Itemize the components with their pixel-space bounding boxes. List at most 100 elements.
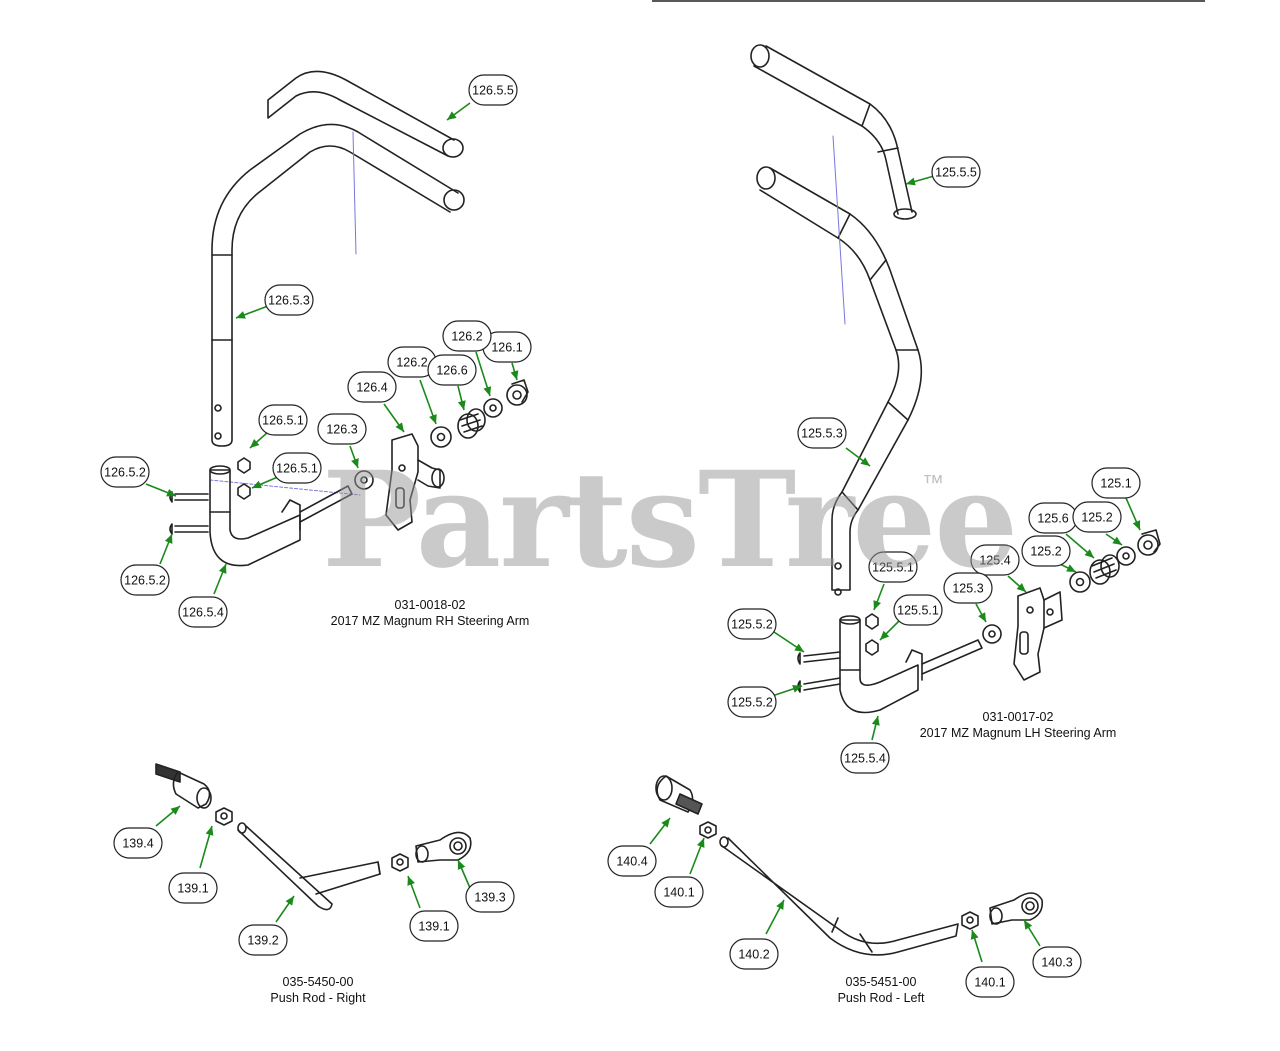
callout-label: 140.1 (663, 886, 694, 900)
callout-bubble[interactable] (868, 551, 918, 583)
callout-bubble[interactable] (272, 452, 322, 484)
callout-label: 126.5.3 (268, 294, 310, 308)
part-callout-125-5-2[interactable]: 125.5.2 (727, 608, 805, 653)
callout-bubble[interactable] (442, 320, 492, 352)
callout-bubble[interactable] (120, 564, 170, 596)
callout-bubble[interactable] (797, 417, 847, 449)
callout-label: 126.2 (451, 330, 482, 344)
callout-label: 126.6 (436, 364, 467, 378)
part-callout-139-3[interactable]: 139.3 (457, 859, 515, 913)
part-callout-139-1[interactable]: 139.1 (168, 825, 218, 904)
callout-bubble[interactable] (729, 938, 779, 970)
callout-label: 140.1 (974, 976, 1005, 990)
callout-bubble[interactable] (347, 371, 397, 403)
callout-arrowhead (873, 600, 881, 610)
part-callout-125-5-3[interactable]: 125.5.3 (797, 417, 871, 467)
part-callout-126-3[interactable]: 126.3 (317, 413, 367, 469)
callout-bubble[interactable] (427, 354, 477, 386)
part-callout-126-5-1[interactable]: 126.5.1 (251, 452, 322, 489)
callout-label: 140.4 (616, 855, 647, 869)
callout-bubble[interactable] (1072, 501, 1122, 533)
callout-label: 126.5.1 (276, 462, 318, 476)
callout-label: 125.2 (1081, 511, 1112, 525)
part-callout-125-4[interactable]: 125.4 (970, 544, 1027, 593)
callout-bubble[interactable] (1091, 467, 1141, 499)
part-callout-126-1[interactable]: 126.1 (482, 331, 532, 381)
callout-label: 126.4 (356, 381, 387, 395)
callout-bubble[interactable] (931, 156, 981, 188)
callout-bubble[interactable] (1032, 946, 1082, 978)
callout-label: 139.3 (474, 891, 505, 905)
part-callout-125-1[interactable]: 125.1 (1091, 467, 1141, 531)
part-callout-126-2[interactable]: 126.2 (442, 320, 492, 397)
callout-arrowhead (447, 111, 457, 120)
callout-label: 140.3 (1041, 956, 1072, 970)
part-callout-140-3[interactable]: 140.3 (1023, 919, 1082, 978)
part-callout-125-5-1[interactable]: 125.5.1 (879, 594, 943, 641)
part-callout-125-3[interactable]: 125.3 (943, 572, 993, 623)
callout-bubble[interactable] (258, 404, 308, 436)
part-callout-126-6[interactable]: 126.6 (427, 354, 477, 411)
callout-bubble[interactable] (727, 686, 777, 718)
part-callout-126-4[interactable]: 126.4 (347, 371, 405, 433)
part-callout-140-4[interactable]: 140.4 (607, 817, 671, 877)
part-callout-140-1[interactable]: 140.1 (965, 929, 1015, 998)
callout-bubble[interactable] (238, 924, 288, 956)
part-callout-139-2[interactable]: 139.2 (238, 895, 295, 956)
callout-bubble[interactable] (840, 742, 890, 774)
part-callout-126-5-2[interactable]: 126.5.2 (120, 533, 173, 596)
callout-arrowhead (457, 860, 466, 870)
assembly-caption-rh-steering-arm: 031-0018-02 2017 MZ Magnum RH Steering A… (320, 597, 540, 629)
part-callout-125-2[interactable]: 125.2 (1072, 501, 1123, 546)
callout-bubble[interactable] (178, 596, 228, 628)
callout-bubble[interactable] (607, 845, 657, 877)
callout-arrowhead (794, 643, 804, 652)
callout-bubble[interactable] (943, 572, 993, 604)
part-callout-125-5-5[interactable]: 125.5.5 (905, 156, 981, 188)
callout-arrowhead (661, 818, 670, 828)
part-callout-125-6[interactable]: 125.6 (1028, 502, 1095, 559)
part-callout-126-5-4[interactable]: 126.5.4 (178, 563, 228, 628)
callout-bubble[interactable] (654, 876, 704, 908)
trademark-symbol: ™ (922, 470, 944, 495)
part-callout-125-5-1[interactable]: 125.5.1 (868, 551, 918, 611)
part-callout-140-1[interactable]: 140.1 (654, 837, 705, 908)
callout-label: 126.3 (326, 423, 357, 437)
callout-label: 126.5.1 (262, 414, 304, 428)
callout-label: 125.5.2 (731, 618, 773, 632)
callout-bubble[interactable] (465, 881, 515, 913)
partstree-watermark: PartsTree (322, 443, 1018, 598)
callout-bubble[interactable] (893, 594, 943, 626)
callout-label: 125.6 (1037, 512, 1068, 526)
callout-bubble[interactable] (468, 74, 518, 106)
callout-bubble[interactable] (317, 413, 367, 445)
callout-bubble[interactable] (168, 872, 218, 904)
callout-bubble[interactable] (727, 608, 777, 640)
callout-bubble[interactable] (100, 456, 150, 488)
callout-label: 125.3 (952, 582, 983, 596)
part-callout-126-5-5[interactable]: 126.5.5 (446, 74, 518, 121)
part-callout-126-5-3[interactable]: 126.5.3 (235, 284, 314, 319)
part-callout-125-5-2[interactable]: 125.5.2 (727, 685, 803, 718)
part-callout-126-5-1[interactable]: 126.5.1 (249, 404, 308, 449)
part-callout-126-2[interactable]: 126.2 (387, 346, 437, 425)
callout-arrowhead (1066, 564, 1076, 572)
part-callout-125-2[interactable]: 125.2 (1021, 535, 1077, 573)
callout-bubble[interactable] (264, 284, 314, 316)
callout-arrowhead (236, 311, 246, 319)
callout-arrowhead (205, 826, 214, 836)
callout-bubble[interactable] (409, 910, 459, 942)
part-callout-139-1[interactable]: 139.1 (407, 875, 459, 942)
callout-bubble[interactable] (1021, 535, 1071, 567)
push-rod-right-drawing (155, 763, 472, 911)
callout-bubble[interactable] (965, 966, 1015, 998)
callout-arrowhead (252, 480, 262, 489)
callout-bubble[interactable] (970, 544, 1020, 576)
callout-label: 139.1 (418, 920, 449, 934)
callout-bubble[interactable] (113, 827, 163, 859)
part-callout-126-5-2[interactable]: 126.5.2 (100, 456, 177, 497)
part-callout-125-5-4[interactable]: 125.5.4 (840, 715, 890, 774)
callout-label: 125.5.3 (801, 427, 843, 441)
part-callout-140-2[interactable]: 140.2 (729, 899, 785, 970)
part-callout-139-4[interactable]: 139.4 (113, 805, 181, 859)
